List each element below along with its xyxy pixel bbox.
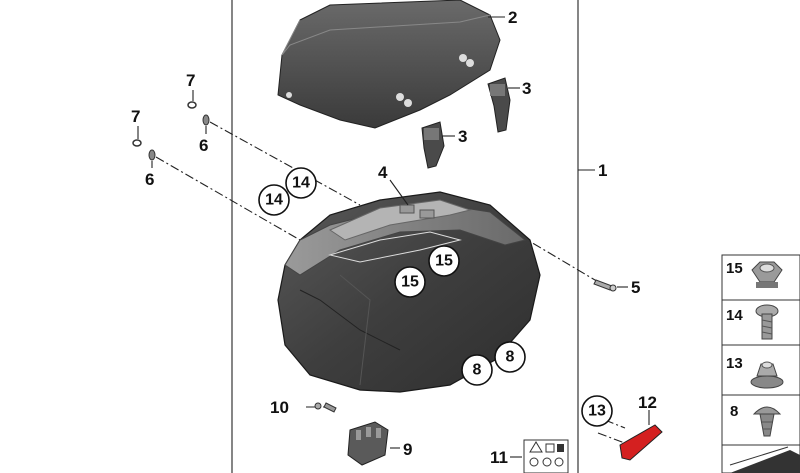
callout-5: 5 [631, 278, 640, 297]
latch-part [347, 421, 400, 466]
oring-washer-top [187, 90, 210, 134]
svg-text:8: 8 [506, 349, 515, 366]
label-plate-part [510, 439, 569, 473]
legend-row-15: 15 [726, 260, 783, 288]
callout-15-b: 15 [394, 266, 426, 298]
svg-text:8: 8 [473, 362, 482, 379]
callout-11: 11 [490, 448, 508, 467]
callout-2: 2 [508, 8, 517, 27]
callout-7-bottom: 7 [131, 107, 140, 126]
svg-text:15: 15 [435, 253, 453, 270]
svg-text:14: 14 [726, 307, 743, 324]
legend-row-8: 8 [730, 403, 782, 437]
legend-bottom-icon [729, 446, 800, 473]
clip-left-part [421, 121, 455, 169]
push-rivet-icon [752, 406, 782, 437]
callout-13: 13 [581, 395, 613, 427]
fastener-legend: 15 14 13 [721, 254, 800, 473]
screw-part [593, 279, 628, 292]
callout-3-right: 3 [522, 79, 531, 98]
svg-text:15: 15 [401, 274, 419, 291]
callout-14-a: 14 [285, 167, 317, 199]
legend-row-14: 14 [726, 304, 779, 340]
hex-nut-icon [751, 261, 783, 288]
small-screw-part [314, 402, 337, 413]
svg-text:14: 14 [292, 175, 310, 192]
callout-8-b: 8 [461, 354, 493, 386]
callout-6-top: 6 [199, 136, 208, 155]
clip-right-part [487, 77, 520, 133]
svg-text:14: 14 [265, 192, 283, 209]
case-bracket-lines [231, 0, 595, 473]
top-cover-part [277, 0, 505, 129]
callout-4: 4 [378, 163, 388, 182]
leader-4 [389, 179, 409, 206]
reflector-part [619, 410, 663, 461]
callout-7-top: 7 [186, 71, 195, 90]
torx-bolt-icon [755, 304, 779, 340]
oring-washer-bottom [132, 126, 156, 168]
callout-14-b: 14 [258, 184, 290, 216]
svg-text:15: 15 [726, 260, 743, 277]
svg-text:13: 13 [726, 355, 743, 372]
callout-12: 12 [638, 393, 657, 412]
svg-text:13: 13 [588, 403, 606, 420]
callout-10: 10 [270, 398, 289, 417]
callout-9: 9 [403, 440, 412, 459]
callout-1: 1 [598, 161, 607, 180]
flange-nut-icon [750, 361, 784, 389]
callout-3-left: 3 [458, 127, 467, 146]
callout-15-a: 15 [428, 245, 460, 277]
svg-text:8: 8 [730, 403, 738, 420]
callout-6-bottom: 6 [145, 170, 154, 189]
callout-8-a: 8 [494, 341, 526, 373]
legend-row-13: 13 [726, 355, 784, 389]
